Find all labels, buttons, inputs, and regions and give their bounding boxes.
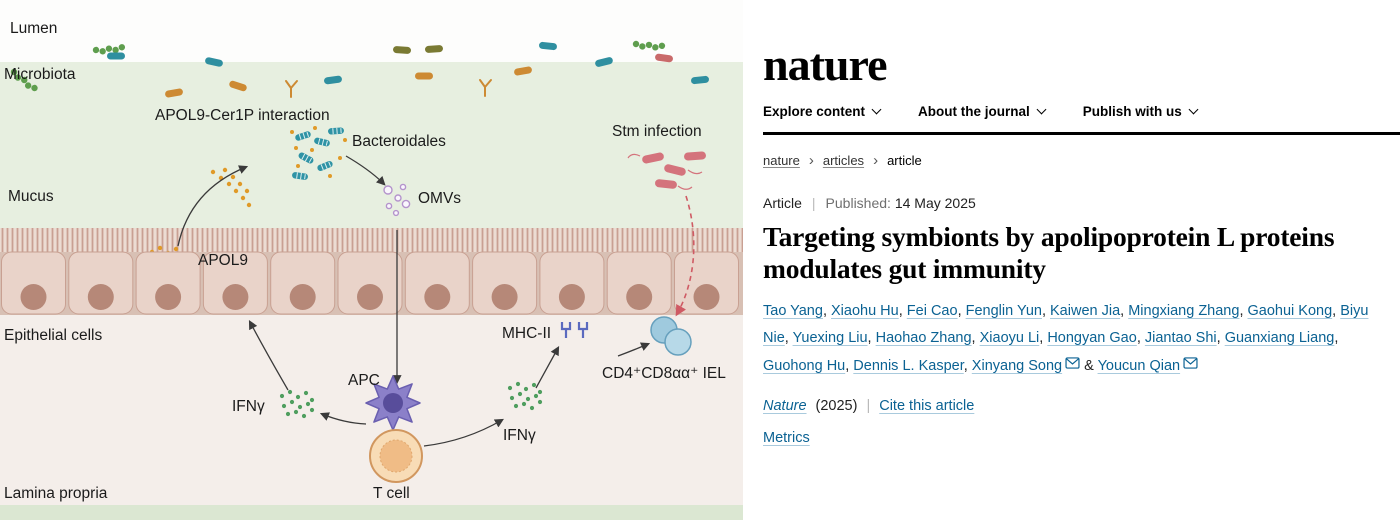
author-link[interactable]: Gaohui Kong — [1247, 302, 1333, 319]
article-page: nature Explore content About the journal… — [743, 0, 1400, 520]
article-meta: Article | Published: 14 May 2025 — [763, 195, 1374, 211]
lamina-propria-background — [0, 315, 743, 505]
chevron-down-icon — [871, 104, 882, 115]
author-link[interactable]: Fei Cao — [906, 302, 958, 319]
brush-border-villi — [0, 228, 743, 252]
label-t-cell: T cell — [373, 485, 410, 502]
metrics-link[interactable]: Metrics — [763, 429, 810, 446]
label-bacteroidales: Bacteroidales — [352, 133, 446, 150]
stm-infection-arrow — [675, 195, 695, 317]
breadcrumb-nature[interactable]: nature — [763, 153, 800, 168]
label-lumen: Lumen — [10, 20, 58, 37]
pipe-separator: | — [866, 397, 871, 414]
cite-this-article-link[interactable]: Cite this article — [879, 397, 975, 414]
bacteroidales-cluster — [290, 126, 347, 181]
pipe-separator: | — [811, 195, 816, 211]
bottom-green-strip — [0, 505, 743, 520]
label-omvs: OMVs — [418, 190, 462, 207]
journal-year: (2025) — [815, 397, 858, 414]
author-link[interactable]: Dennis L. Kasper — [853, 357, 964, 374]
journal-ref: Nature (2025) | Cite this article — [763, 398, 1374, 414]
chevron-right-icon: › — [873, 152, 879, 169]
label-ifng-left: IFNγ — [232, 398, 265, 415]
label-microbiota: Microbiota — [4, 66, 76, 83]
label-ifng-right: IFNγ — [503, 427, 536, 444]
ifng-dots-right — [507, 381, 543, 411]
author-link[interactable]: Mingxiang Zhang — [1128, 302, 1240, 319]
chevron-right-icon: › — [808, 152, 814, 169]
figure-panel: Lumen Microbiota APOL9-Cer1P interaction… — [0, 20, 743, 520]
microbiota-bacteria-icons — [8, 40, 710, 99]
author-list: Tao Yang, Xiaohu Hu, Fei Cao, Fenglin Yu… — [763, 302, 1369, 374]
author-link[interactable]: Yuexing Liu — [792, 330, 868, 347]
nature-logo[interactable]: nature — [763, 39, 888, 90]
t-cell — [369, 429, 423, 483]
chevron-down-icon — [1036, 104, 1047, 115]
author-link[interactable]: Youcun Qian — [1097, 357, 1181, 374]
published-label: Published: — [825, 195, 891, 211]
stm-bacteria — [627, 151, 706, 190]
author-link[interactable]: Haohao Zhang — [875, 330, 972, 347]
author-link[interactable]: Kaiwen Jia — [1050, 302, 1121, 319]
breadcrumb-article: article — [887, 153, 922, 168]
epithelial-cell-row — [1, 251, 739, 315]
author-link[interactable]: Tao Yang — [763, 302, 823, 319]
nav-publish-with-us-label: Publish with us — [1082, 104, 1182, 119]
breadcrumb-articles[interactable]: articles — [822, 153, 865, 168]
label-apol9-cer1p: APOL9-Cer1P interaction — [155, 107, 330, 124]
mucus-band — [0, 62, 743, 228]
journal-link[interactable]: Nature — [763, 397, 807, 414]
label-mucus: Mucus — [8, 188, 54, 205]
omv-vesicles — [383, 183, 411, 217]
article-title: Targeting symbionts by apolipoprotein L … — [763, 221, 1335, 285]
label-epithelial-cells: Epithelial cells — [4, 327, 103, 344]
figure-illustration — [0, 40, 743, 520]
label-stm-infection: Stm infection — [612, 123, 702, 140]
author-link[interactable]: Xinyang Song — [971, 357, 1063, 374]
email-icon[interactable] — [1065, 357, 1080, 369]
author-link[interactable]: Jiantao Shi — [1144, 330, 1217, 347]
label-lamina-propria: Lamina propria — [4, 485, 108, 502]
author-link[interactable]: Xiaohu Hu — [831, 302, 899, 319]
label-apc: APC — [348, 372, 380, 389]
email-icon[interactable] — [1183, 357, 1198, 369]
header-divider — [763, 132, 1400, 135]
author-link[interactable]: Biyu Nie — [763, 302, 1369, 347]
chevron-down-icon — [1188, 104, 1199, 115]
label-mhc-ii: MHC-II — [502, 325, 552, 342]
top-nav: Explore content About the journal Publis… — [763, 104, 1374, 119]
nav-explore-content-label: Explore content — [763, 104, 866, 119]
article-type: Article — [763, 195, 802, 211]
apc-cell — [365, 375, 421, 431]
author-link[interactable]: Guanxiang Liang — [1224, 330, 1335, 347]
nav-about-the-journal[interactable]: About the journal — [918, 104, 1047, 119]
label-iel: CD4⁺CD8αα⁺ IEL — [602, 365, 726, 382]
author-link[interactable]: Xiaoyu Li — [979, 330, 1040, 347]
label-apol9: APOL9 — [198, 252, 248, 269]
author-link[interactable]: Guohong Hu — [763, 357, 846, 374]
published-date: 14 May 2025 — [894, 195, 976, 211]
signal-arrows — [177, 155, 651, 447]
breadcrumb: nature › articles › article — [763, 153, 1374, 168]
ifng-dots-left — [279, 389, 315, 419]
author-link[interactable]: Fenglin Yun — [965, 302, 1042, 319]
author-link[interactable]: Hongyan Gao — [1047, 330, 1137, 347]
nav-publish-with-us[interactable]: Publish with us — [1082, 104, 1199, 119]
nav-about-the-journal-label: About the journal — [918, 104, 1030, 119]
mhc2-icon — [560, 322, 589, 338]
iel-cell — [650, 316, 692, 356]
nav-explore-content[interactable]: Explore content — [763, 104, 882, 119]
